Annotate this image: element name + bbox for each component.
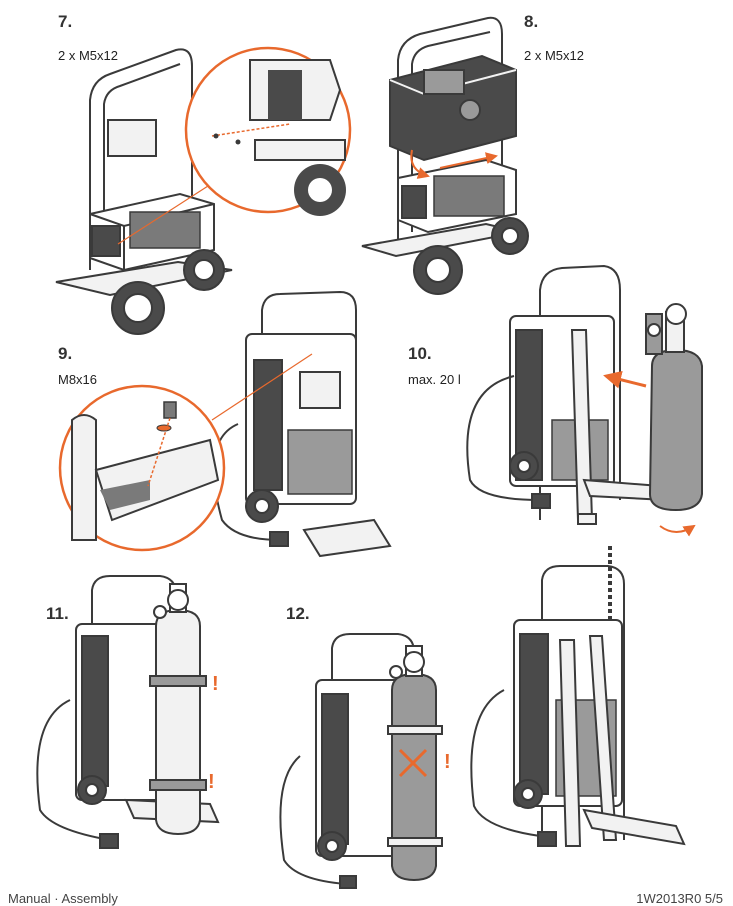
- step-8-illustration: [361, 16, 529, 295]
- step-11-warning-bottom: !: [208, 771, 215, 793]
- step-12-number: 12.: [286, 604, 310, 623]
- step-7-illustration: [55, 48, 233, 335]
- step-12-warning: !: [444, 751, 451, 773]
- crane-lift-illustration: [470, 546, 686, 847]
- step-10-number: 10.: [408, 344, 432, 363]
- step-8-spec: 2 x M5x12: [524, 48, 584, 63]
- step-10-spec: max. 20 l: [408, 372, 461, 387]
- footer-left-text: Manual · Assembly: [8, 891, 118, 906]
- step-11-warning-top: !: [212, 673, 219, 695]
- step-9-spec: M8x16: [58, 372, 98, 387]
- step-8-number: 8.: [524, 12, 539, 31]
- footer-right-text: 1W2013R0 5/5: [636, 891, 723, 906]
- step-9-number: 9.: [58, 344, 73, 363]
- step-11-illustration: [36, 575, 220, 849]
- step-11-number: 11.: [46, 604, 69, 623]
- step-9-illustration: [212, 290, 392, 558]
- step-7-spec: 2 x M5x12: [58, 48, 118, 63]
- step-7-number: 7.: [58, 12, 73, 31]
- step-10-illustration: [466, 264, 703, 537]
- step-12-illustration: [279, 633, 443, 889]
- step-7-zoom-detail: [117, 46, 352, 245]
- step-9-zoom-detail: [58, 353, 313, 552]
